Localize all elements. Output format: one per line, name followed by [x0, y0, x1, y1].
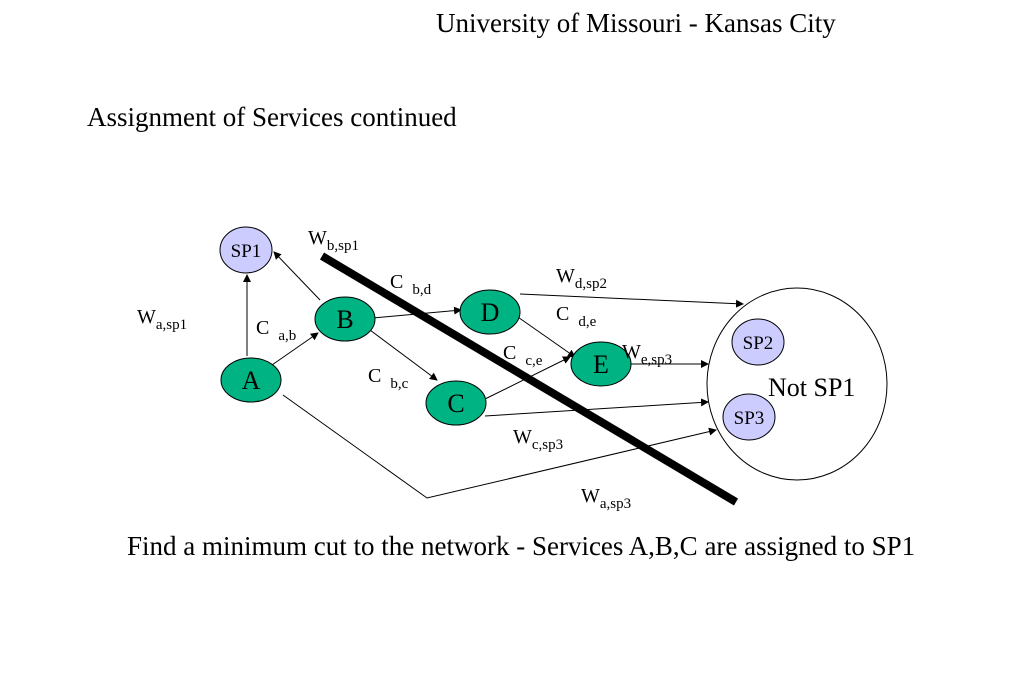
not-sp1-label: Not SP1: [768, 373, 855, 402]
label-w-b-sp1: Wb,sp1: [308, 227, 359, 254]
edge-d-sp2: [519, 293, 744, 308]
label-w-a-sp1: Wa,sp1: [137, 306, 187, 333]
label-c-c-e: C c,e: [503, 342, 543, 369]
minimum-cut-line: [319, 252, 739, 506]
node-sp3: [722, 393, 776, 441]
node-a-label: A: [242, 366, 261, 395]
label-c-b-d: C b,d: [390, 271, 432, 298]
node-d-label: D: [481, 298, 500, 327]
node-b-label: B: [336, 305, 353, 334]
label-w-d-sp2: Wd,sp2: [556, 265, 607, 292]
node-a: [220, 357, 282, 403]
label-c-a-b: C a,b: [256, 317, 296, 344]
slide-caption: Find a minimum cut to the network - Serv…: [127, 531, 916, 561]
edge-c-sp3: [484, 398, 709, 417]
edge-b-c: [369, 329, 438, 381]
node-sp2-label: SP2: [743, 333, 774, 354]
node-e: [570, 341, 632, 387]
edge-a-sp3: [282, 394, 717, 499]
node-c: [425, 380, 487, 426]
node-b: [314, 296, 376, 342]
node-sp1: [219, 226, 273, 274]
slide-title: Assignment of Services continued: [87, 102, 457, 132]
label-c-b-c: C b,c: [368, 365, 409, 392]
edge-d-e: [514, 314, 576, 358]
label-c-d-e: C d,e: [556, 303, 597, 330]
node-sp2: [731, 318, 785, 366]
node-c-label: C: [447, 389, 464, 418]
node-d: [459, 289, 521, 335]
label-w-e-sp3: We,sp3: [622, 341, 672, 368]
node-e-label: E: [593, 350, 609, 379]
edge-a-b: [271, 332, 319, 366]
node-sp1-label: SP1: [231, 241, 262, 262]
edge-b-sp1: [273, 251, 321, 301]
label-w-a-sp3: Wa,sp3: [581, 485, 631, 512]
node-sp3-label: SP3: [734, 408, 765, 429]
label-w-c-sp3: Wc,sp3: [513, 426, 563, 453]
slide-header: University of Missouri - Kansas City: [436, 8, 836, 38]
